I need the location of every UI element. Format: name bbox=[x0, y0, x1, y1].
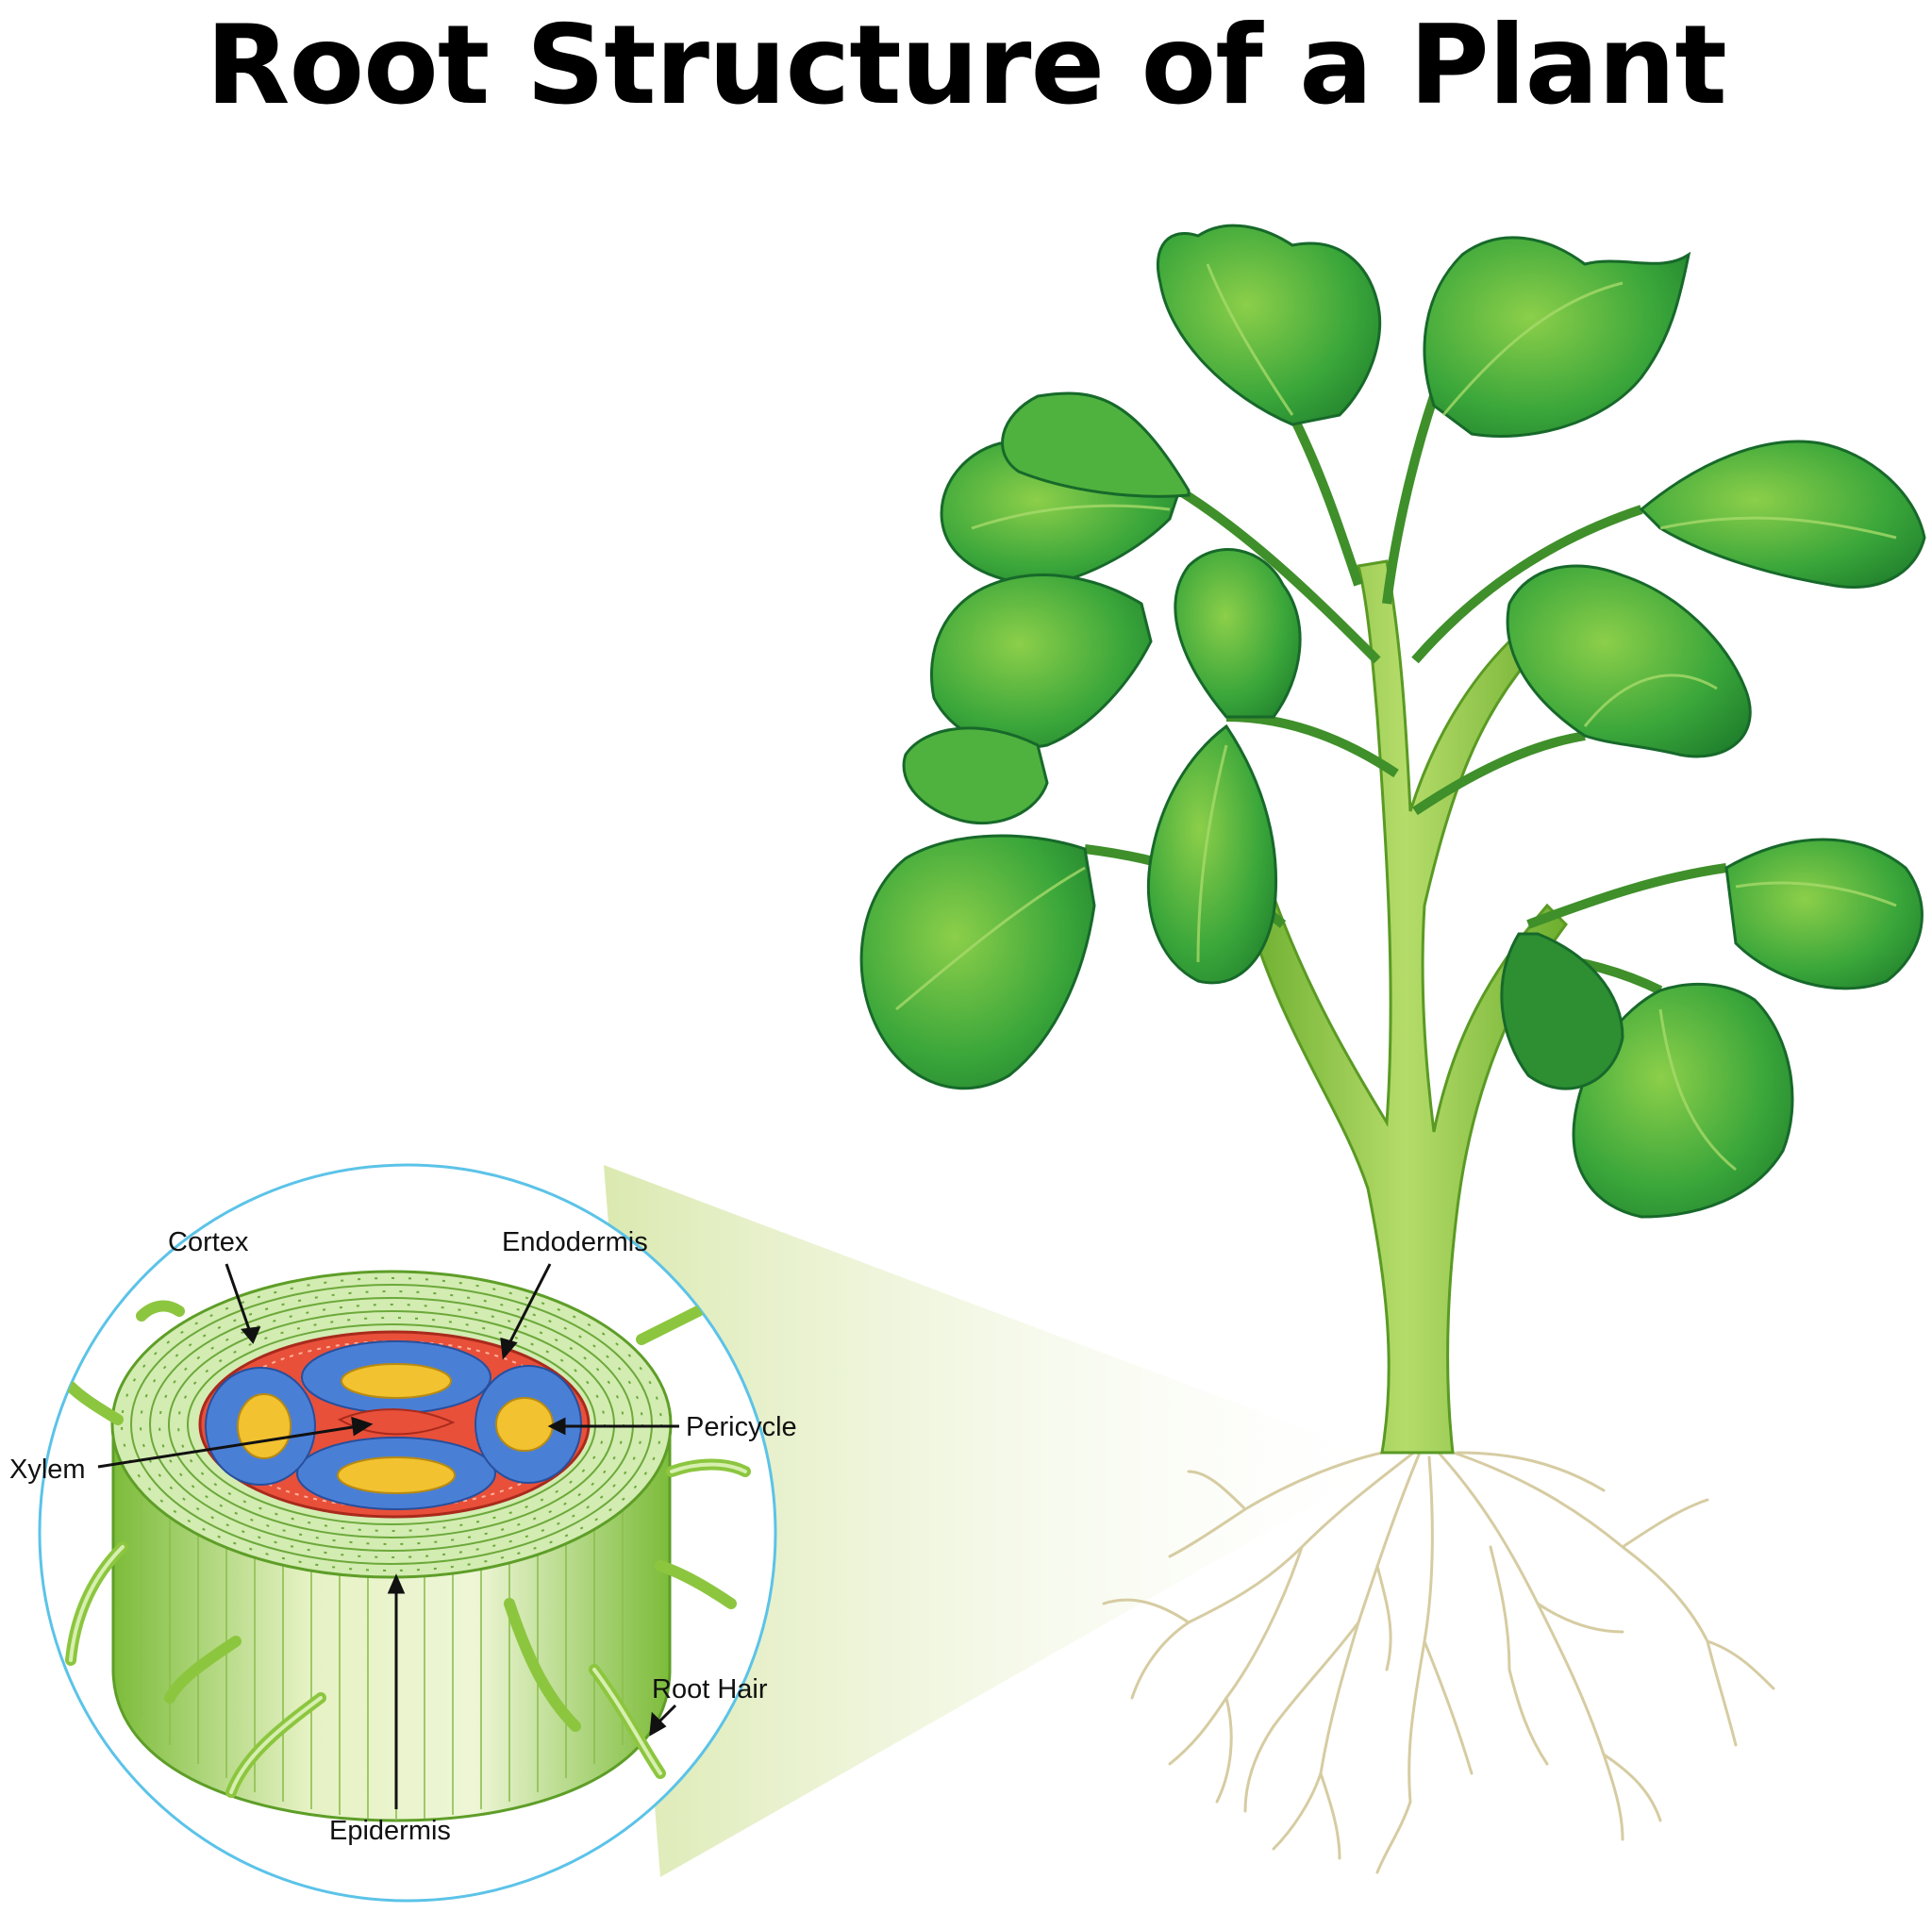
label-pointers bbox=[97, 1263, 679, 1809]
label-cortex: Cortex bbox=[168, 1227, 249, 1257]
root-cross-section bbox=[65, 1270, 751, 1822]
label-endodermis: Endodermis bbox=[502, 1227, 648, 1257]
leaf-veins bbox=[895, 263, 1897, 1172]
label-epidermis: Epidermis bbox=[329, 1816, 451, 1846]
zoom-beam bbox=[604, 1165, 1373, 1877]
page-title: Root Structure of a Plant bbox=[206, 2, 1727, 129]
label-xylem: Xylem bbox=[9, 1455, 86, 1485]
label-root-hair: Root Hair bbox=[652, 1674, 768, 1705]
label-pericycle: Pericycle bbox=[686, 1412, 797, 1442]
plant-roots bbox=[1102, 1446, 1775, 1874]
